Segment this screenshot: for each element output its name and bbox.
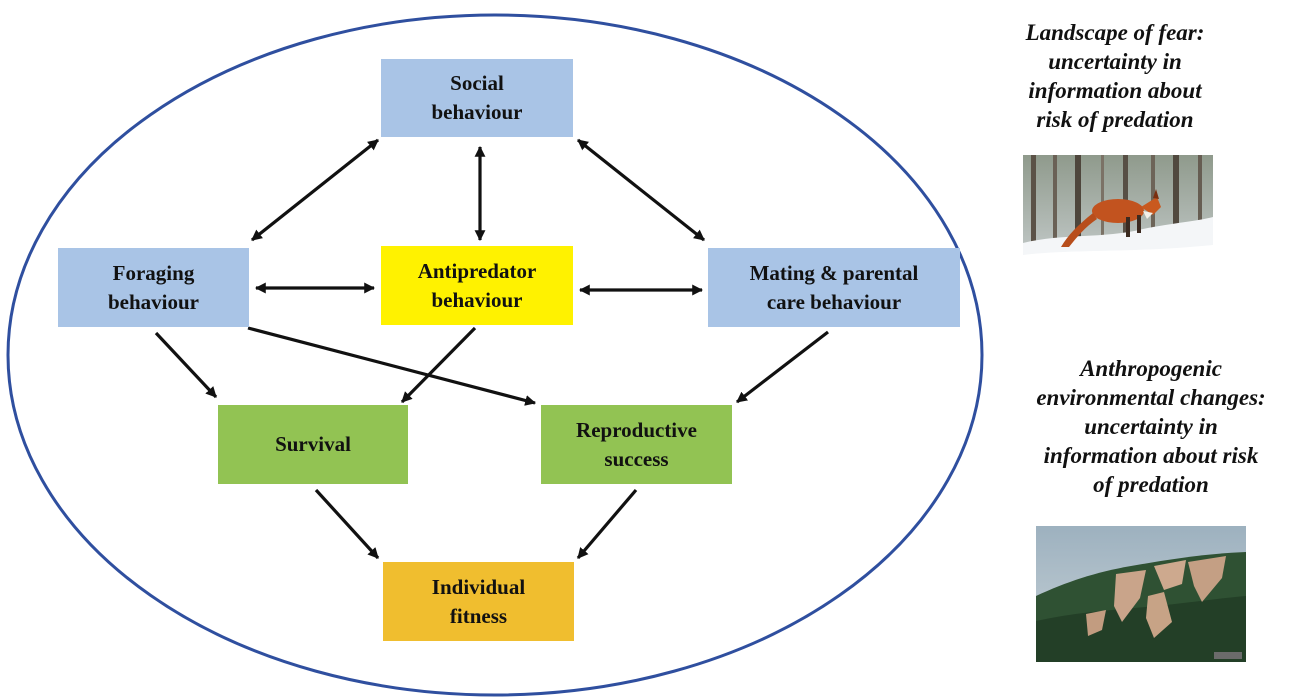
- node-foraging-line2: behaviour: [107, 289, 199, 314]
- arrow-social-to-foraging: [251, 138, 379, 242]
- node-reproductive-success: Reproductive success: [541, 405, 732, 484]
- node-mating-line2: care behaviour: [766, 289, 902, 314]
- node-mating-parental-care-behaviour: Mating & parental care behaviour: [708, 248, 960, 327]
- side-top-line-4: risk of predation: [1036, 107, 1194, 132]
- photo-red-fox-in-snowy-forest: [1023, 155, 1213, 272]
- arrow-survival-to-fitness: [314, 488, 380, 560]
- node-individual-fitness: Individual fitness: [383, 562, 574, 641]
- node-antipredator-behaviour: Antipredator behaviour: [381, 246, 573, 325]
- arrow-foraging-to-survival: [154, 331, 218, 399]
- side-bottom-line-1: Anthropogenic: [1080, 356, 1222, 381]
- node-fitness-line1: Individual: [431, 574, 526, 599]
- side-top-line-3: information about: [1028, 78, 1202, 103]
- arrow-foraging-to-reproductive: [247, 326, 537, 406]
- side-top-line-2: uncertainty in: [1048, 49, 1182, 74]
- node-antipredator-line1: Antipredator: [417, 258, 537, 283]
- node-social-behaviour: Social behaviour: [381, 59, 573, 137]
- node-reproductive-line1: Reproductive: [576, 417, 697, 442]
- node-fitness-line2: fitness: [449, 603, 508, 628]
- node-survival: Survival: [218, 405, 408, 484]
- node-mating-line1: Mating & parental: [749, 260, 919, 285]
- arrow-social-to-mating: [577, 138, 705, 242]
- outer-ellipse: [6, 13, 984, 697]
- node-foraging-behaviour: Foraging behaviour: [58, 248, 249, 327]
- side-panel-top-caption: Landscape of fear: uncertainty in inform…: [985, 18, 1245, 134]
- node-survival-line1: Survival: [275, 432, 351, 456]
- photo-deforested-hillside: [1036, 526, 1246, 662]
- side-bottom-line-3: uncertainty in: [1084, 414, 1218, 439]
- side-bottom-line-2: environmental changes:: [1036, 385, 1266, 410]
- node-antipredator-line2: behaviour: [431, 287, 523, 312]
- node-reproductive-line2: success: [604, 446, 669, 471]
- arrow-mating-to-reproductive: [736, 330, 829, 404]
- side-top-line-1: Landscape of fear:: [1025, 20, 1205, 45]
- edges-layer: [154, 138, 829, 560]
- side-bottom-line-4: information about risk: [1043, 443, 1259, 468]
- side-panel-bottom-caption: Anthropogenic environmental changes: unc…: [1010, 354, 1292, 499]
- node-social-line1: Social: [450, 71, 504, 95]
- arrow-antipredator-to-survival: [400, 326, 477, 404]
- node-foraging-line1: Foraging: [112, 260, 195, 285]
- node-social-line2: behaviour: [431, 100, 523, 124]
- side-bottom-line-5: of predation: [1093, 472, 1209, 497]
- arrow-reproductive-to-fitness: [576, 488, 638, 560]
